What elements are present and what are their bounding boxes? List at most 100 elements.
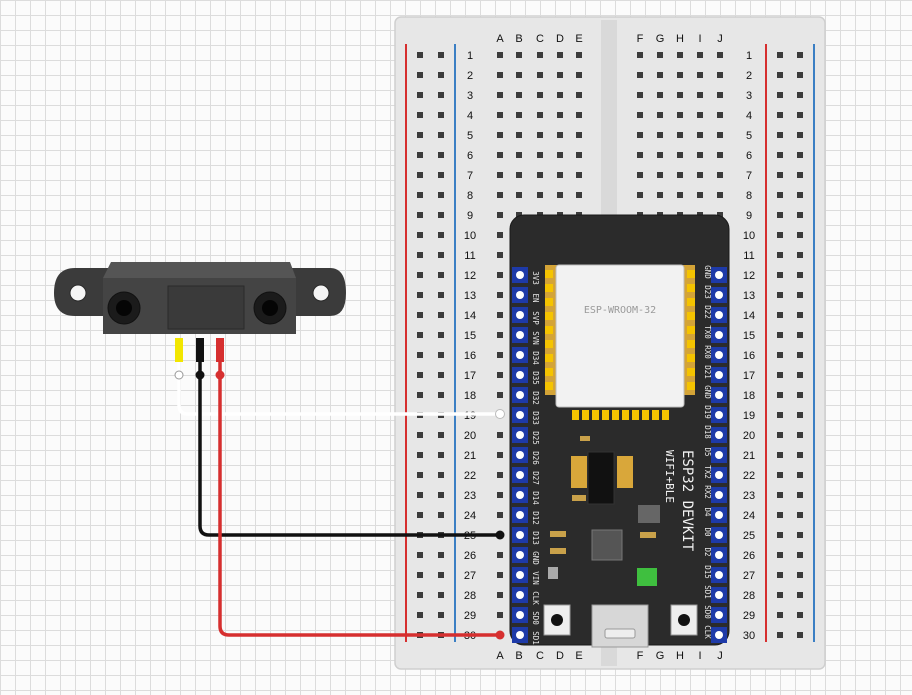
rail-hole[interactable] <box>777 272 783 278</box>
rail-hole[interactable] <box>438 312 444 318</box>
breadboard-hole[interactable] <box>717 172 723 178</box>
rail-hole[interactable] <box>438 352 444 358</box>
rail-hole[interactable] <box>417 112 423 118</box>
breadboard-hole[interactable] <box>677 92 683 98</box>
rail-hole[interactable] <box>417 372 423 378</box>
breadboard-hole[interactable] <box>497 472 503 478</box>
rail-hole[interactable] <box>797 312 803 318</box>
rail-hole[interactable] <box>417 512 423 518</box>
rail-hole[interactable] <box>438 372 444 378</box>
rail-hole[interactable] <box>797 392 803 398</box>
rail-hole[interactable] <box>777 312 783 318</box>
breadboard-hole[interactable] <box>576 172 582 178</box>
rail-hole[interactable] <box>777 112 783 118</box>
breadboard-hole[interactable] <box>537 72 543 78</box>
breadboard-hole[interactable] <box>537 152 543 158</box>
breadboard-hole[interactable] <box>576 152 582 158</box>
breadboard-hole[interactable] <box>576 92 582 98</box>
rail-hole[interactable] <box>797 232 803 238</box>
breadboard-hole[interactable] <box>516 112 522 118</box>
rail-hole[interactable] <box>438 172 444 178</box>
breadboard-hole[interactable] <box>677 52 683 58</box>
rail-hole[interactable] <box>797 172 803 178</box>
rail-hole[interactable] <box>438 212 444 218</box>
breadboard-hole[interactable] <box>516 212 522 218</box>
breadboard-hole[interactable] <box>516 132 522 138</box>
rail-hole[interactable] <box>797 352 803 358</box>
breadboard-hole[interactable] <box>497 252 503 258</box>
breadboard-hole[interactable] <box>677 152 683 158</box>
breadboard-hole[interactable] <box>497 352 503 358</box>
breadboard-hole[interactable] <box>497 592 503 598</box>
rail-hole[interactable] <box>417 492 423 498</box>
breadboard-hole[interactable] <box>717 92 723 98</box>
breadboard-hole[interactable] <box>637 192 643 198</box>
rail-hole[interactable] <box>797 152 803 158</box>
breadboard-hole[interactable] <box>576 132 582 138</box>
breadboard-hole[interactable] <box>717 192 723 198</box>
breadboard-hole[interactable] <box>497 552 503 558</box>
breadboard-hole[interactable] <box>557 112 563 118</box>
rail-hole[interactable] <box>777 572 783 578</box>
rail-hole[interactable] <box>438 332 444 338</box>
rail-hole[interactable] <box>797 132 803 138</box>
breadboard-hole[interactable] <box>497 612 503 618</box>
breadboard-hole[interactable] <box>557 72 563 78</box>
micro-usb-port[interactable] <box>591 604 649 648</box>
breadboard-hole[interactable] <box>657 172 663 178</box>
rail-hole[interactable] <box>797 512 803 518</box>
rail-hole[interactable] <box>438 132 444 138</box>
rail-hole[interactable] <box>417 92 423 98</box>
rail-hole[interactable] <box>417 212 423 218</box>
breadboard-hole[interactable] <box>537 52 543 58</box>
breadboard-hole[interactable] <box>657 152 663 158</box>
breadboard-hole[interactable] <box>657 72 663 78</box>
rail-hole[interactable] <box>438 612 444 618</box>
rail-hole[interactable] <box>777 192 783 198</box>
breadboard-hole[interactable] <box>557 52 563 58</box>
rail-hole[interactable] <box>797 272 803 278</box>
breadboard-hole[interactable] <box>637 112 643 118</box>
wire-signal[interactable] <box>177 362 500 416</box>
breadboard-hole[interactable] <box>637 132 643 138</box>
breadboard-hole[interactable] <box>717 212 723 218</box>
breadboard-hole[interactable] <box>497 452 503 458</box>
breadboard-hole[interactable] <box>637 72 643 78</box>
breadboard-hole[interactable] <box>497 92 503 98</box>
rail-hole[interactable] <box>797 212 803 218</box>
breadboard-hole[interactable] <box>717 152 723 158</box>
breadboard-hole[interactable] <box>497 152 503 158</box>
rail-hole[interactable] <box>797 92 803 98</box>
breadboard-hole[interactable] <box>637 152 643 158</box>
breadboard-hole[interactable] <box>557 192 563 198</box>
rail-hole[interactable] <box>777 472 783 478</box>
rail-hole[interactable] <box>438 512 444 518</box>
rail-hole[interactable] <box>438 472 444 478</box>
rail-hole[interactable] <box>777 632 783 638</box>
breadboard-hole[interactable] <box>497 492 503 498</box>
breadboard-hole[interactable] <box>697 132 703 138</box>
breadboard-hole[interactable] <box>497 72 503 78</box>
breadboard-hole[interactable] <box>657 52 663 58</box>
breadboard-hole[interactable] <box>697 52 703 58</box>
rail-hole[interactable] <box>777 132 783 138</box>
wire-power[interactable] <box>218 362 500 637</box>
breadboard-hole[interactable] <box>497 132 503 138</box>
rail-hole[interactable] <box>417 272 423 278</box>
rail-hole[interactable] <box>417 392 423 398</box>
rail-hole[interactable] <box>417 292 423 298</box>
breadboard-hole[interactable] <box>497 432 503 438</box>
rail-hole[interactable] <box>797 332 803 338</box>
breadboard-hole[interactable] <box>717 72 723 78</box>
rail-hole[interactable] <box>417 572 423 578</box>
rail-hole[interactable] <box>797 532 803 538</box>
rail-hole[interactable] <box>777 452 783 458</box>
breadboard-hole[interactable] <box>497 292 503 298</box>
rail-hole[interactable] <box>797 372 803 378</box>
breadboard-hole[interactable] <box>557 92 563 98</box>
breadboard-hole[interactable] <box>516 92 522 98</box>
rail-hole[interactable] <box>797 592 803 598</box>
breadboard-hole[interactable] <box>697 192 703 198</box>
rail-hole[interactable] <box>777 392 783 398</box>
rail-hole[interactable] <box>417 312 423 318</box>
